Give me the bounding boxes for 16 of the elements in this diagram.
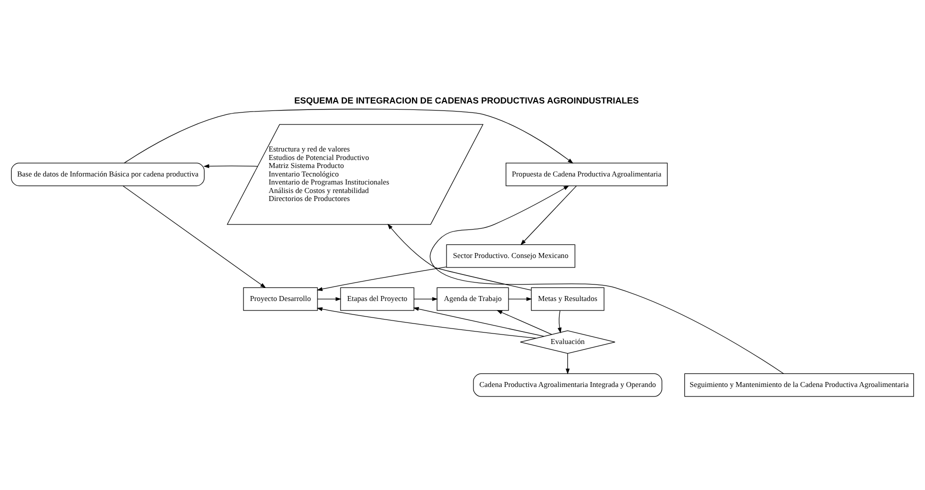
arrow [520,185,577,245]
arrow [316,306,536,338]
arrow [317,296,342,301]
arrow [558,310,562,333]
arrow [414,296,438,301]
arrow [413,306,544,336]
arrow [496,310,552,334]
arrow [316,266,447,290]
arrow [124,108,574,164]
arrow [508,296,532,301]
arrow [203,164,258,168]
arrow [122,185,266,288]
arrow [387,223,532,290]
arrow [430,184,784,374]
diagram-title: ESQUEMA DE INTEGRACION DE CADENAS PRODUCTIVAS AGROINDUSTRIALES [294,95,639,106]
arrow [566,352,570,374]
